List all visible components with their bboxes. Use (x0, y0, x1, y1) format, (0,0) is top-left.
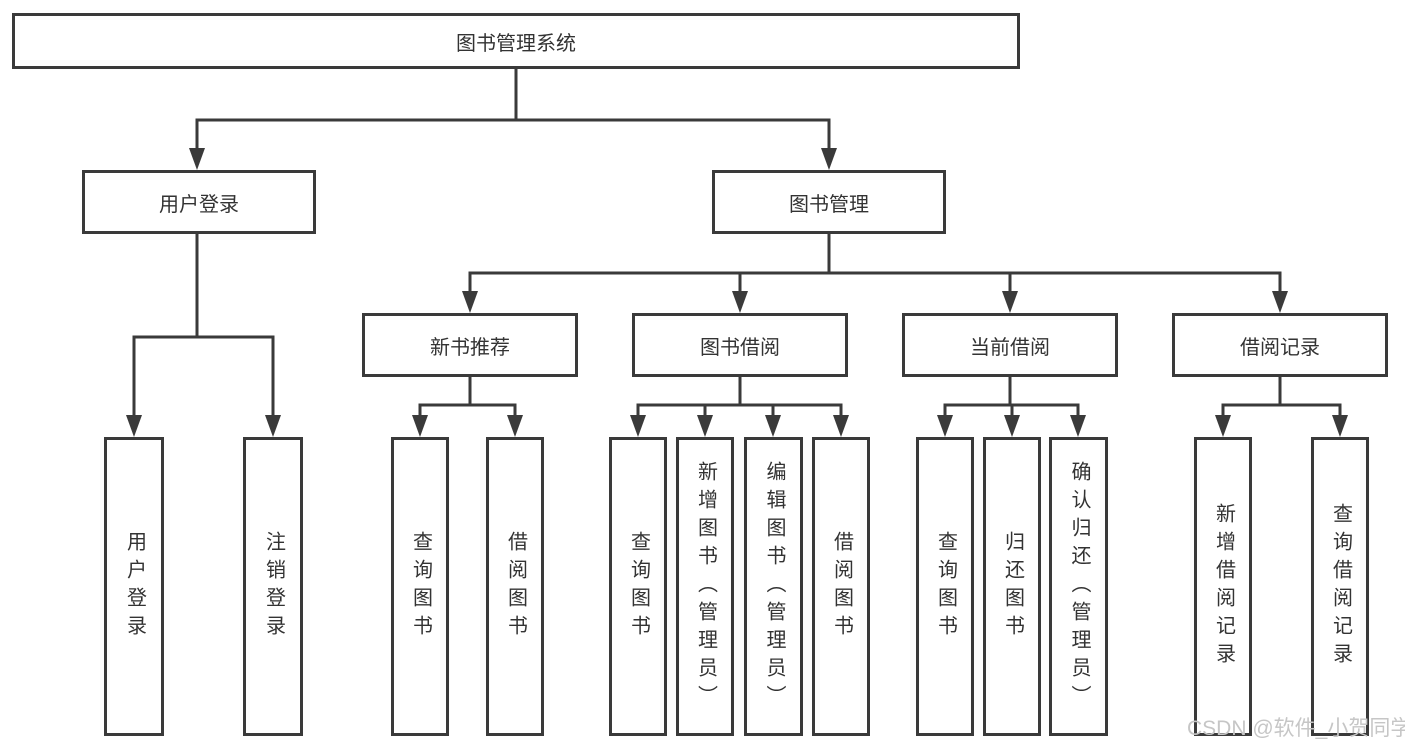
leaf-current-confirm-return-admin: 确认归还（管理员） (1049, 437, 1108, 736)
leaf-user-login: 用户登录 (104, 437, 164, 736)
node-book-borrow: 图书借阅 (632, 313, 848, 377)
leaf-current-return-books: 归还图书 (983, 437, 1041, 736)
leaf-records-add-record: 新增借阅记录 (1194, 437, 1252, 736)
leaf-borrow-borrow-books: 借阅图书 (812, 437, 870, 736)
leaf-newbook-query-books: 查询图书 (391, 437, 449, 736)
leaf-borrow-query-books: 查询图书 (609, 437, 667, 736)
node-current-borrow: 当前借阅 (902, 313, 1118, 377)
node-book-management: 图书管理 (712, 170, 946, 234)
node-user-login: 用户登录 (82, 170, 316, 234)
leaf-current-query-books: 查询图书 (916, 437, 974, 736)
leaf-records-query-record: 查询借阅记录 (1311, 437, 1369, 736)
leaf-borrow-edit-books-admin: 编辑图书（管理员） (744, 437, 803, 736)
node-new-book-recommend: 新书推荐 (362, 313, 578, 377)
csdn-watermark: CSDN @软件_小贺同学 (1187, 717, 1405, 740)
leaf-logout: 注销登录 (243, 437, 303, 736)
node-borrow-records: 借阅记录 (1172, 313, 1388, 377)
node-root-system: 图书管理系统 (12, 13, 1020, 69)
leaf-newbook-borrow-books: 借阅图书 (486, 437, 544, 736)
leaf-borrow-add-books-admin: 新增图书（管理员） (676, 437, 734, 736)
